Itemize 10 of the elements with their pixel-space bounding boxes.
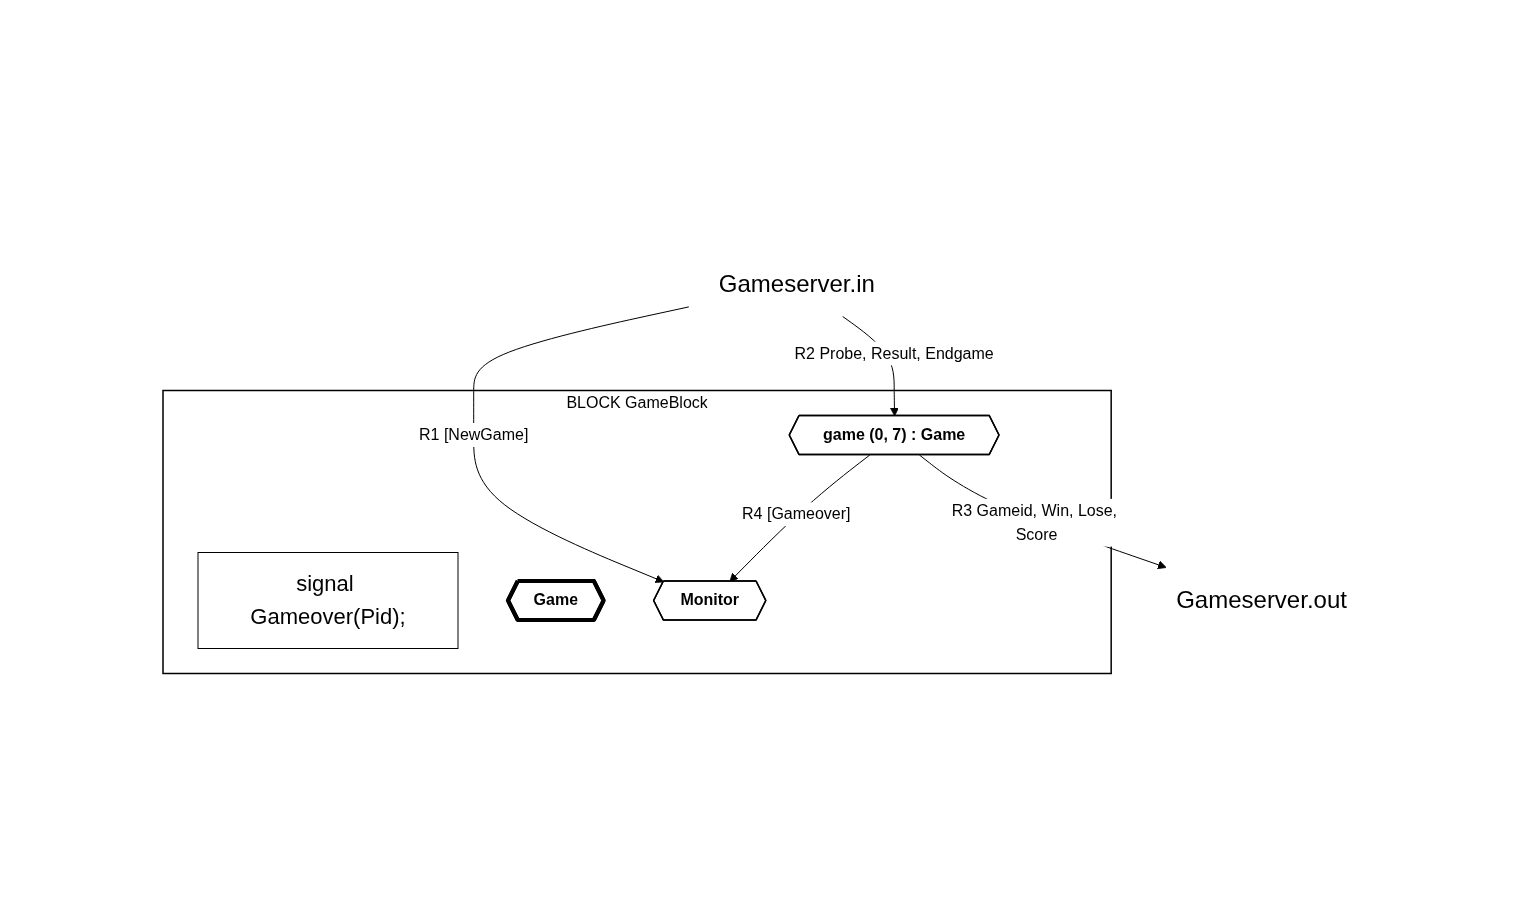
arrow (729, 454, 871, 582)
node-text: Gameserver.out (1176, 586, 1347, 613)
edge-label: R4 [Gameover] (742, 504, 851, 522)
node-box: signal Gameover(Pid); (197, 551, 459, 649)
arrow (473, 305, 690, 583)
edge-label: R1 [NewGame] (419, 425, 529, 443)
arrow (918, 454, 1167, 569)
edge-label: R3 Gameid, Win, Lose, Score (951, 501, 1118, 543)
edge-label: R2 Probe, Result, Endgame (794, 344, 994, 361)
node-text: Gameserver.in (718, 269, 875, 296)
